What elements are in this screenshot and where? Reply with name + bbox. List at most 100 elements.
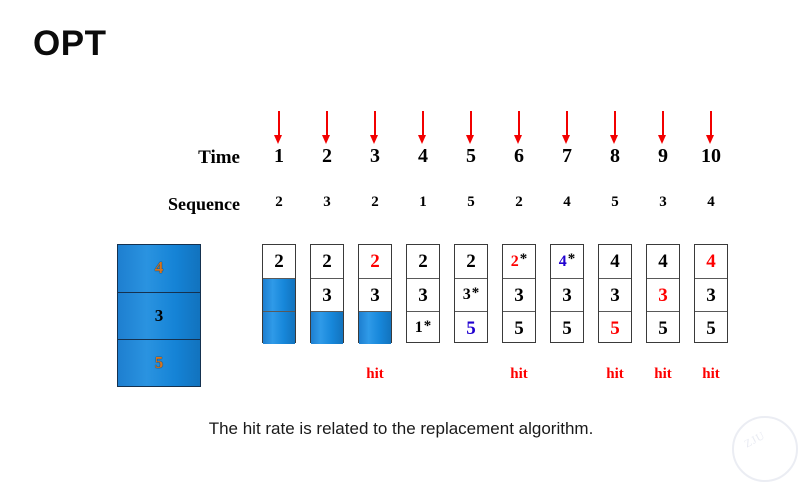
frame-cell-value: 3 [610,284,620,306]
frame-column: 4 3 5 [646,244,680,343]
frame-cell: 2 [359,245,391,278]
frame-cell: 3 [407,278,439,311]
frame-cell: 2 [311,245,343,278]
frame-cell-value: 2 [418,251,428,272]
time-value: 7 [562,145,572,167]
frame-column: 2 3*5 [454,244,488,343]
frame-cell-value: 5 [658,317,668,339]
frame-cell-value: 5 [562,317,572,339]
frame-cell: 4 [695,245,727,278]
time-value: 9 [658,145,668,167]
arrow-shaft [470,111,472,137]
frame-cell-value: 5 [514,317,524,339]
frame-cell: 4 [647,245,679,278]
caption-text: The hit rate is related to the replaceme… [208,419,594,438]
time-value: 1 [274,145,284,167]
frame-cell: 2* [503,245,535,278]
frame-cell: 5 [695,311,727,344]
frame-cell-value: 4 [558,252,567,270]
arrow-head [658,135,667,144]
frame-cell-value: 4 [706,251,716,272]
frame-cell: 3 [551,278,583,311]
frame-cell: 2 [263,245,295,278]
frame-cell: 4 [599,245,631,278]
arrow-shaft [374,111,376,137]
frame-cell: 2 [455,245,487,278]
frame-cell-value: 3 [322,284,332,306]
frame-cell-value: 3 [706,284,716,306]
frame-cell: 3 [695,278,727,311]
time-value: 8 [610,145,620,167]
time-value: 3 [370,145,380,167]
frame-cell: 5 [503,311,535,344]
frame-cell: 5 [455,311,487,344]
frame-cell-value: 3 [462,286,471,303]
arrow-head [610,135,619,144]
frame-cell-value: 2 [322,251,332,272]
down-arrow-icon [687,111,735,147]
arrow-head [466,135,475,144]
sequence-value: 4 [707,194,715,210]
frame-column: 2 3 1* [406,244,440,343]
sequence-value: 5 [611,194,619,210]
hit-label: hit [702,366,720,382]
frame-cell: 3* [455,278,487,311]
hit-label: hit [606,366,624,382]
time-value: 6 [514,145,524,167]
frame-cell: 5 [599,311,631,344]
arrow-shaft [278,111,280,137]
sequence-value: 3 [659,194,667,210]
arrow-row [255,111,735,147]
arrow-head [514,135,523,144]
frame-cell: 3 [359,278,391,311]
frame-cell: 5 [647,311,679,344]
frame-cell-value: 3 [418,284,428,306]
arrow-head [370,135,379,144]
frame-cell-empty [359,311,391,344]
frame-cell-star-marker: * [519,251,528,267]
frame-cell-value: 5 [706,317,716,339]
frame-cell-value: 4 [658,251,668,272]
frame-cell-star-marker: * [423,317,432,334]
frame-cell-empty [263,278,295,311]
frame-cell-value: 3 [514,284,524,306]
memory-frame: 4 [154,258,164,278]
frame-cell-value: 4 [610,251,620,272]
memory-frame: 5 [118,338,200,386]
frame-cell-empty [311,311,343,344]
down-arrow-icon [543,111,591,147]
frame-column: 4 3 5 [598,244,632,343]
frame-cell-value: 2 [466,251,476,272]
frame-cell: 3 [311,278,343,311]
frame-cell-value: 2 [274,251,284,272]
down-arrow-icon [351,111,399,147]
frame-cell-value: 1 [414,319,423,336]
hit-label: hit [366,366,384,382]
arrow-head [562,135,571,144]
frame-cell: 3 [599,278,631,311]
down-arrow-icon [591,111,639,147]
down-arrow-icon [399,111,447,147]
arrow-shaft [326,111,328,137]
arrow-head [274,135,283,144]
sequence-value: 2 [275,194,283,210]
arrow-shaft [518,111,520,137]
arrow-head [322,135,331,144]
time-value: 4 [418,145,428,167]
frame-cell: 5 [551,311,583,344]
frame-cell-empty [263,311,295,344]
frame-cell-value: 3 [658,284,668,306]
sequence-value: 3 [323,194,331,210]
memory-frame: 3 [118,291,200,339]
frame-column: 2 [262,244,296,344]
sequence-value: 2 [515,194,523,210]
